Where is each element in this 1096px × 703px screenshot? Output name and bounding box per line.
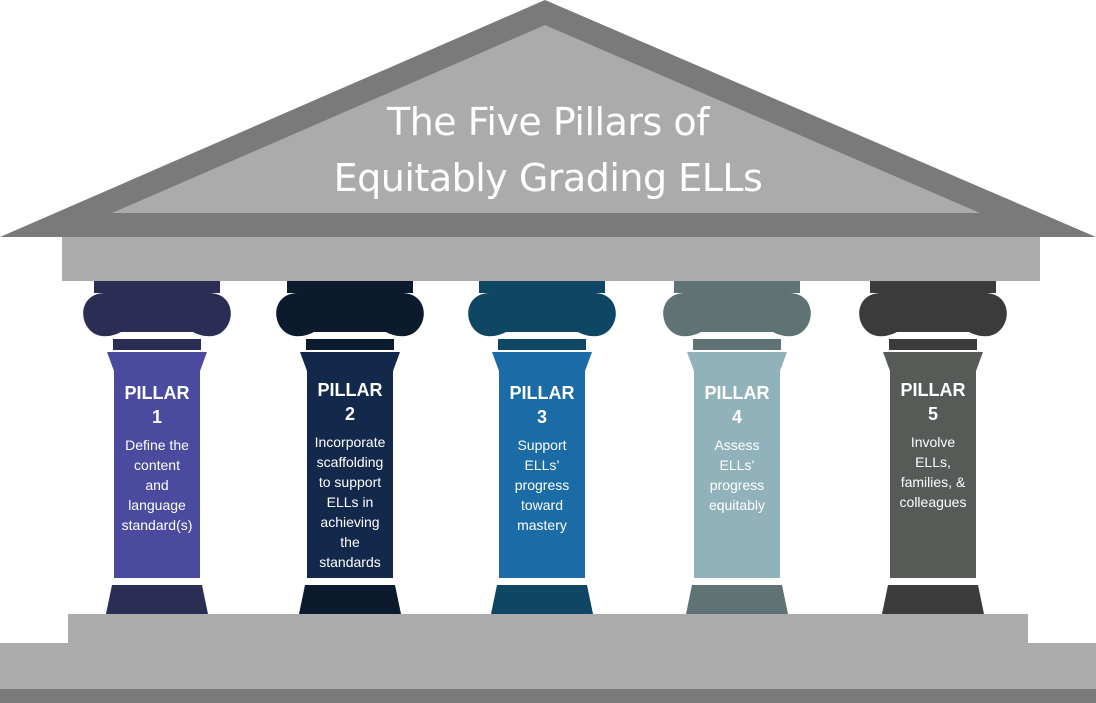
entablature-beam: [62, 237, 1040, 281]
pillar-3-description-line: toward: [520, 497, 564, 513]
pillar-1-collar: [107, 352, 207, 371]
pillar-3-base: [491, 585, 593, 614]
pillar-1-neck: [113, 339, 201, 350]
pillar-1-description-line: standard(s): [121, 517, 193, 533]
pillar-2-description-line: to support: [318, 474, 382, 490]
pillar-5-description-line: ELLs,: [915, 454, 951, 470]
columns-group: [83, 281, 1007, 614]
roof-inner: [112, 25, 980, 213]
pillar-2-label: PILLAR: [317, 380, 383, 400]
diagram-title-line2: Equitably Grading ELLs: [333, 156, 763, 200]
pillar-5-base: [882, 585, 984, 614]
pillar-1-description-line: content: [134, 457, 180, 473]
pillar-4-capital: [663, 293, 811, 337]
pillar-2-description-line: achieving: [320, 514, 380, 530]
pillar-4-shaft: [694, 371, 780, 578]
pillar-4-base: [686, 585, 788, 614]
pillar-1-base: [106, 585, 208, 614]
pillar-5-capital: [859, 293, 1007, 337]
pillar-4-neck: [693, 339, 781, 350]
pillar-2-base: [299, 585, 401, 614]
pillar-3-number: 3: [536, 407, 547, 427]
pillar-3-capital: [468, 293, 616, 337]
pillar-5-number: 5: [927, 404, 938, 424]
pillar-4-description-line: Assess: [714, 437, 760, 453]
base-shadow: [0, 689, 1096, 703]
pillar-5-shaft: [890, 371, 976, 578]
base-bottom-step: [0, 643, 1096, 689]
pillar-4-abacus: [674, 281, 800, 293]
pillar-1-description-line: and: [145, 477, 169, 493]
pillar-5-collar: [883, 352, 983, 371]
pillar-3-abacus: [479, 281, 605, 293]
pillar-5-description-line: families, &: [900, 474, 966, 490]
pillar-4-collar: [687, 352, 787, 371]
pillar-4-description-line: ELLs’: [719, 457, 755, 473]
pillar-2-shaft: [307, 371, 393, 578]
pillar-2-neck: [306, 339, 394, 350]
pillar-2-description-line: the: [340, 534, 360, 550]
pillar-2-description-line: scaffolding: [316, 454, 384, 470]
pillar-2-capital: [276, 293, 424, 337]
pillar-1-shaft: [114, 371, 200, 578]
pillar-2-collar: [300, 352, 400, 371]
base-top-step: [68, 614, 1028, 643]
pillar-2-number: 2: [344, 404, 355, 424]
pillar-1-number: 1: [151, 407, 162, 427]
pillar-1-description-line: language: [128, 497, 186, 513]
pillar-2-description-line: ELLs in: [326, 494, 374, 510]
pillar-4-description-line: progress: [709, 477, 765, 493]
pillar-3-description-line: mastery: [517, 517, 567, 533]
pillar-3-shaft: [499, 371, 585, 578]
pillar-3-description-line: ELLs’: [524, 457, 560, 473]
pillar-4-description-line: equitably: [708, 497, 766, 513]
pillar-3-collar: [492, 352, 592, 371]
pillar-4-label: PILLAR: [704, 383, 770, 403]
pillar-2-description-line: standards: [319, 554, 381, 570]
pillar-5-description-line: colleagues: [899, 494, 967, 510]
pillar-5-abacus: [870, 281, 996, 293]
pillar-3-description-line: Support: [517, 437, 567, 453]
pillar-5-neck: [889, 339, 977, 350]
diagram-title-line1: The Five Pillars of: [386, 100, 710, 144]
pillar-5-label: PILLAR: [900, 380, 966, 400]
pillar-4-number: 4: [731, 407, 742, 427]
pillar-1-description: Define the content and language standard(s): [105, 435, 209, 535]
pillar-2-abacus: [287, 281, 413, 293]
pillar-1-description-line: Define the: [125, 437, 189, 453]
pillar-1-label: PILLAR: [124, 383, 190, 403]
pillar-5-description-line: Involve: [910, 434, 956, 450]
pillar-3-description-line: progress: [514, 477, 570, 493]
pillar-1-capital: [83, 293, 231, 337]
pillar-3-neck: [498, 339, 586, 350]
pillar-3-label: PILLAR: [509, 383, 575, 403]
pillar-2-description-line: Incorporate: [314, 434, 386, 450]
pillar-1-abacus: [94, 281, 220, 293]
